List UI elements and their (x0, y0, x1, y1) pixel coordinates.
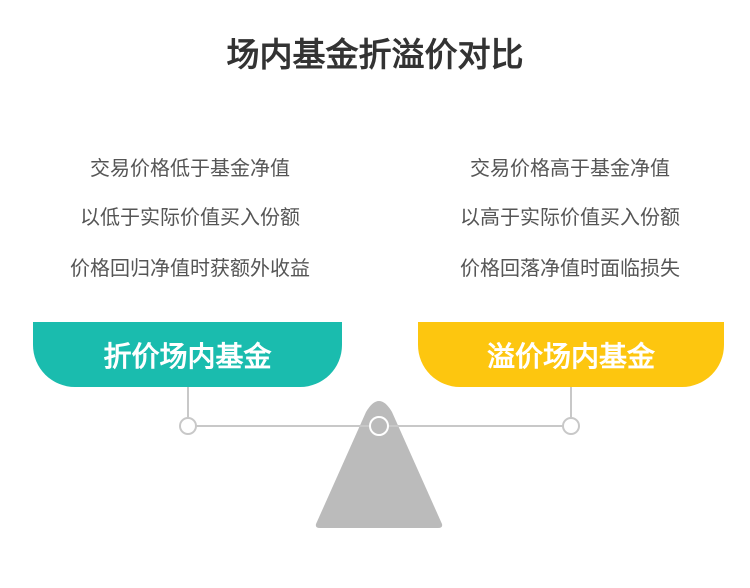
pivot (369, 416, 389, 436)
discount-fund-label: 折价场内基金 (33, 322, 342, 387)
page-title: 场内基金折溢价对比 (226, 35, 524, 74)
fulcrum (315, 401, 443, 528)
left-joint (179, 417, 197, 435)
left-point-2: 以低于实际价值买入份额 (80, 205, 300, 229)
premium-fund-label: 溢价场内基金 (418, 322, 724, 387)
left-point-1: 交易价格低于基金净值 (90, 156, 290, 180)
left-point-3: 价格回归净值时获额外收益 (70, 256, 310, 280)
right-joint (562, 417, 580, 435)
right-point-1: 交易价格高于基金净值 (470, 156, 670, 180)
right-point-3: 价格回落净值时面临损失 (460, 256, 680, 280)
right-point-2: 以高于实际价值买入份额 (460, 205, 680, 229)
